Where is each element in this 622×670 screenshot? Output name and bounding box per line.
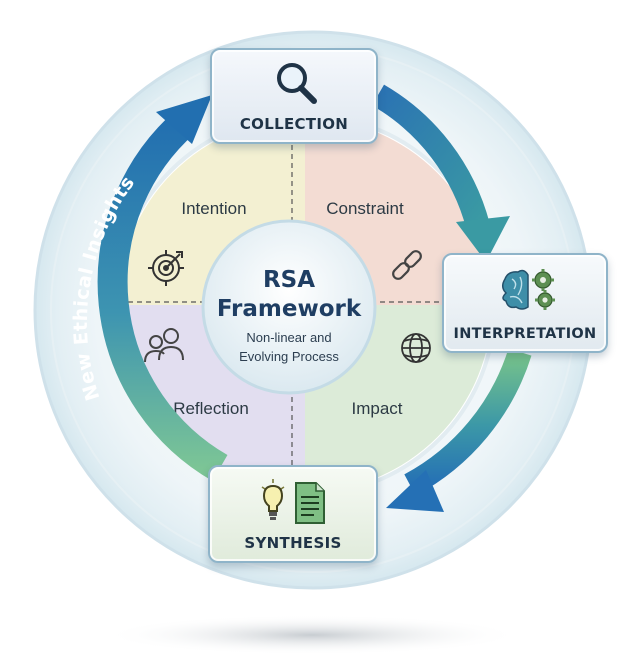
floor-shadow: [102, 615, 522, 655]
quadrant-label-impact: Impact: [351, 399, 402, 418]
feedback-arrow-head: [156, 95, 212, 144]
stage-interpretation[interactable]: INTERPRETATION: [442, 253, 608, 353]
center-title-line2: Framework: [217, 296, 362, 322]
center-subtitle-line1: Non-linear and: [246, 330, 331, 345]
lightbulb-document-icon: [261, 479, 325, 524]
center-title-line1: RSA: [263, 267, 315, 293]
flow-arrow-interpretation-synthesis: [404, 348, 532, 496]
globe-icon: [401, 333, 431, 363]
flow-arrow-collection-interpretation: [371, 84, 490, 230]
quadrant-label-reflection: Reflection: [173, 399, 249, 418]
feedback-arrow: [97, 110, 228, 481]
target-icon: [148, 250, 184, 286]
stage-synthesis[interactable]: SYNTHESIS: [208, 465, 378, 563]
stage-label-collection: COLLECTION: [239, 115, 349, 133]
chain-link-icon: [392, 250, 422, 280]
quadrant-label-intention: Intention: [181, 199, 246, 218]
people-icon: [144, 328, 184, 363]
center-subtitle-line2: Evolving Process: [239, 349, 339, 364]
stage-collection[interactable]: COLLECTION: [210, 48, 378, 144]
flow-arrow-head-interpretation: [456, 216, 510, 262]
brain-gears-icon: [502, 269, 555, 310]
stage-label-synthesis: SYNTHESIS: [244, 534, 342, 552]
stage-label-interpretation: INTERPRETATION: [453, 326, 597, 342]
quadrant-label-constraint: Constraint: [326, 199, 404, 218]
flow-arrow-head-synthesis: [386, 470, 444, 512]
magnifier-icon: [277, 63, 317, 104]
center-circle: [201, 219, 377, 395]
